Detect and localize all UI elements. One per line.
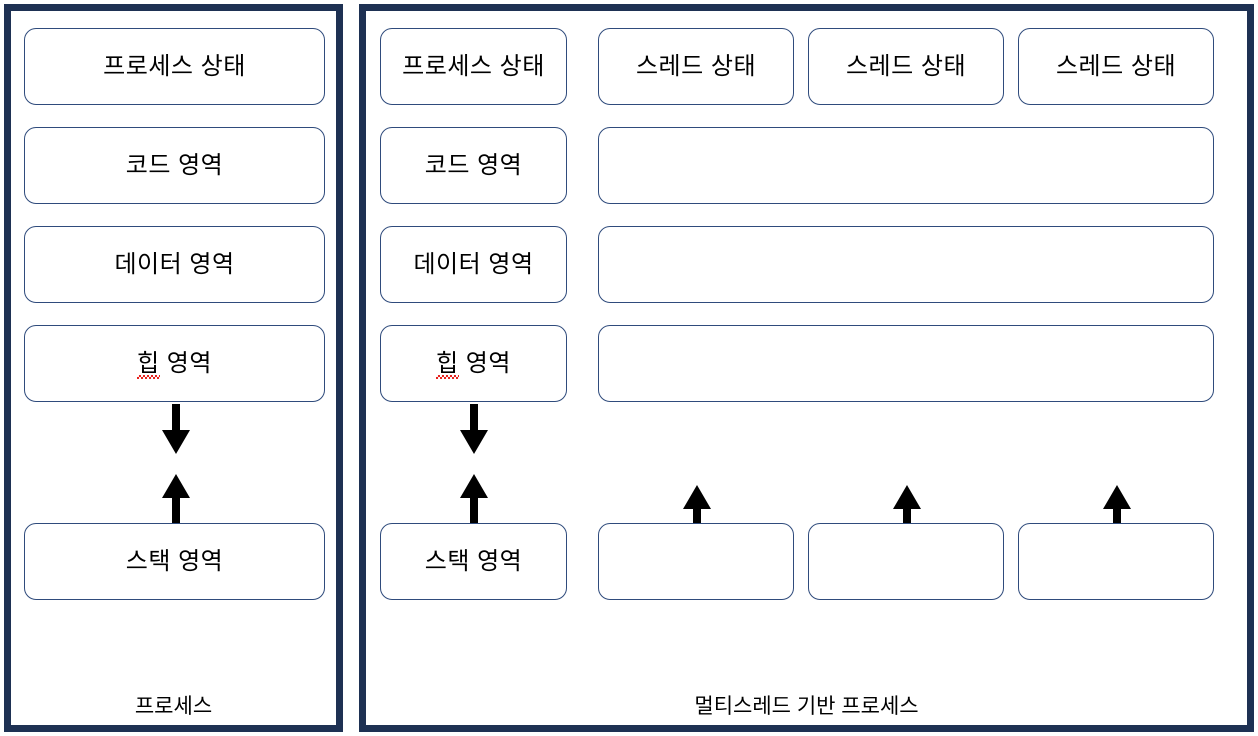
process-state-label: 프로세스 상태: [103, 52, 246, 80]
code-area-label: 코드 영역: [125, 151, 224, 179]
process-panel: 프로세스 상태 코드 영역 데이터 영역 힙 영역 스택 영역 프로세스: [4, 4, 343, 732]
thread-state-box-2: 스레드 상태: [808, 28, 1004, 105]
mt-heap-spellcheck-word: 힙: [436, 349, 459, 379]
mt-data-area-box: 데이터 영역: [380, 226, 567, 303]
process-state-box: 프로세스 상태: [24, 28, 325, 105]
stack-area-label: 스택 영역: [125, 547, 224, 575]
heap-area-box: 힙 영역: [24, 325, 325, 402]
multithread-panel: 프로세스 상태 코드 영역 데이터 영역 힙 영역 스택 영역 스레드 상태: [359, 4, 1254, 732]
mt-code-area-label: 코드 영역: [424, 151, 523, 179]
process-panel-caption: 프로세스: [134, 695, 213, 718]
mt-process-state-label: 프로세스 상태: [402, 52, 545, 80]
mt-heap-area-box: 힙 영역: [380, 325, 567, 402]
heap-spellcheck-word: 힙: [137, 349, 160, 379]
mt-stack-area-box: 스택 영역: [380, 523, 567, 600]
thread-stack-grow-up-arrow-2: [892, 483, 922, 531]
shared-data-area-box: [598, 226, 1214, 303]
mt-stack-area-label: 스택 영역: [424, 547, 523, 575]
thread-stack-box-2: [808, 523, 1004, 600]
thread-state-label-3: 스레드 상태: [1055, 52, 1177, 80]
mt-stack-grow-up-arrow: [459, 472, 489, 524]
thread-stack-box-1: [598, 523, 794, 600]
heap-area-label-rest: 영역: [159, 349, 212, 377]
heap-grow-down-arrow: [161, 404, 191, 456]
thread-stack-grow-up-arrow-1: [682, 483, 712, 531]
thread-state-box-1: 스레드 상태: [598, 28, 794, 105]
data-area-box: 데이터 영역: [24, 226, 325, 303]
code-area-box: 코드 영역: [24, 127, 325, 204]
shared-code-area-box: [598, 127, 1214, 204]
thread-stack-grow-up-arrow-3: [1102, 483, 1132, 531]
mt-data-area-label: 데이터 영역: [413, 250, 534, 278]
mt-process-state-box: 프로세스 상태: [380, 28, 567, 105]
stack-area-box: 스택 영역: [24, 523, 325, 600]
mt-code-area-box: 코드 영역: [380, 127, 567, 204]
stack-grow-up-arrow: [161, 472, 191, 524]
thread-state-label-1: 스레드 상태: [635, 52, 757, 80]
multithread-panel-caption: 멀티스레드 기반 프로세스: [694, 695, 919, 718]
mt-heap-area-label: 힙 영역: [436, 349, 511, 379]
shared-heap-area-box: [598, 325, 1214, 402]
thread-state-label-2: 스레드 상태: [845, 52, 967, 80]
mt-heap-grow-down-arrow: [459, 404, 489, 456]
heap-area-label: 힙 영역: [137, 349, 212, 379]
thread-state-box-3: 스레드 상태: [1018, 28, 1214, 105]
data-area-label: 데이터 영역: [114, 250, 235, 278]
mt-heap-area-label-rest: 영역: [458, 349, 511, 377]
thread-stack-box-3: [1018, 523, 1214, 600]
